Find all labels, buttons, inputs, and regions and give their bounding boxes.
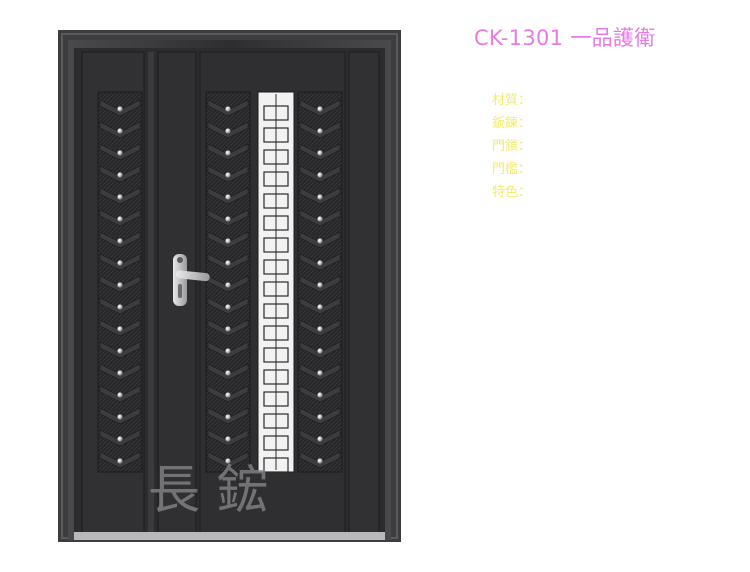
decorative-stud	[317, 348, 323, 354]
decorative-stud	[117, 238, 123, 244]
decorative-stud	[317, 414, 323, 420]
decorative-stud	[225, 194, 231, 200]
spec-sep: ：	[518, 93, 532, 108]
decorative-stud	[225, 150, 231, 156]
decorative-stud	[225, 260, 231, 266]
decorative-stud	[317, 436, 323, 442]
decorative-stud	[225, 458, 231, 464]
decorative-stud	[225, 128, 231, 134]
spec-sep: ：	[518, 139, 532, 154]
spec-sep: ：	[518, 116, 532, 131]
brand-watermark: 長 鋐	[148, 461, 269, 521]
decorative-stud	[225, 370, 231, 376]
decorative-stud	[225, 326, 231, 332]
decorative-stud	[117, 150, 123, 156]
decorative-stud	[117, 128, 123, 134]
spec-sep: ：	[518, 162, 532, 177]
decorative-stud	[317, 304, 323, 310]
decorative-stud	[225, 282, 231, 288]
decorative-stud	[117, 458, 123, 464]
decorative-stud	[117, 414, 123, 420]
decorative-stud	[117, 194, 123, 200]
decorative-stud	[317, 216, 323, 222]
decorative-stud	[317, 194, 323, 200]
decorative-stud	[117, 348, 123, 354]
decorative-stud	[225, 106, 231, 112]
decorative-stud	[117, 392, 123, 398]
decorative-stud	[317, 458, 323, 464]
decorative-stud	[225, 172, 231, 178]
decorative-stud	[225, 414, 231, 420]
decorative-stud	[225, 216, 231, 222]
spec-item: 特色：	[492, 181, 531, 204]
spec-label: 門檻	[492, 162, 519, 177]
decorative-stud	[117, 260, 123, 266]
product-title: CK-1301 一品護衛	[474, 26, 656, 50]
decorative-stud	[117, 436, 123, 442]
spec-label: 特色	[492, 185, 519, 200]
spec-item: 門檻：	[492, 158, 531, 181]
decorative-stud	[317, 172, 323, 178]
decorative-stud	[117, 370, 123, 376]
spec-sep: ：	[518, 185, 532, 200]
decorative-stud	[225, 436, 231, 442]
decorative-stud	[225, 348, 231, 354]
decorative-stud	[117, 304, 123, 310]
spec-label: 材質	[492, 93, 519, 108]
decorative-stud	[117, 282, 123, 288]
decorative-stud	[317, 238, 323, 244]
decorative-stud	[225, 392, 231, 398]
decorative-stud	[225, 238, 231, 244]
decorative-stud	[317, 282, 323, 288]
decorative-stud	[117, 172, 123, 178]
decorative-stud	[117, 326, 123, 332]
door-image: 長 鋐	[58, 30, 401, 542]
decorative-stud	[317, 392, 323, 398]
decorative-stud	[317, 370, 323, 376]
spec-label: 門鎖	[492, 139, 519, 154]
decorative-stud	[317, 326, 323, 332]
spec-item: 門鎖：	[492, 135, 531, 158]
spec-item: 材質：	[492, 89, 531, 112]
decorative-stud	[317, 150, 323, 156]
spec-item: 鈑鍊：	[492, 112, 531, 135]
spec-list: 材質： 鈑鍊： 門鎖： 門檻： 特色：	[492, 89, 531, 204]
decorative-stud	[317, 128, 323, 134]
door-handle-icon	[173, 254, 210, 306]
decorative-stud	[317, 106, 323, 112]
spec-label: 鈑鍊	[492, 116, 519, 131]
decorative-stud	[117, 216, 123, 222]
decorative-stud	[317, 260, 323, 266]
decorative-stud	[117, 106, 123, 112]
decorative-stud	[225, 304, 231, 310]
